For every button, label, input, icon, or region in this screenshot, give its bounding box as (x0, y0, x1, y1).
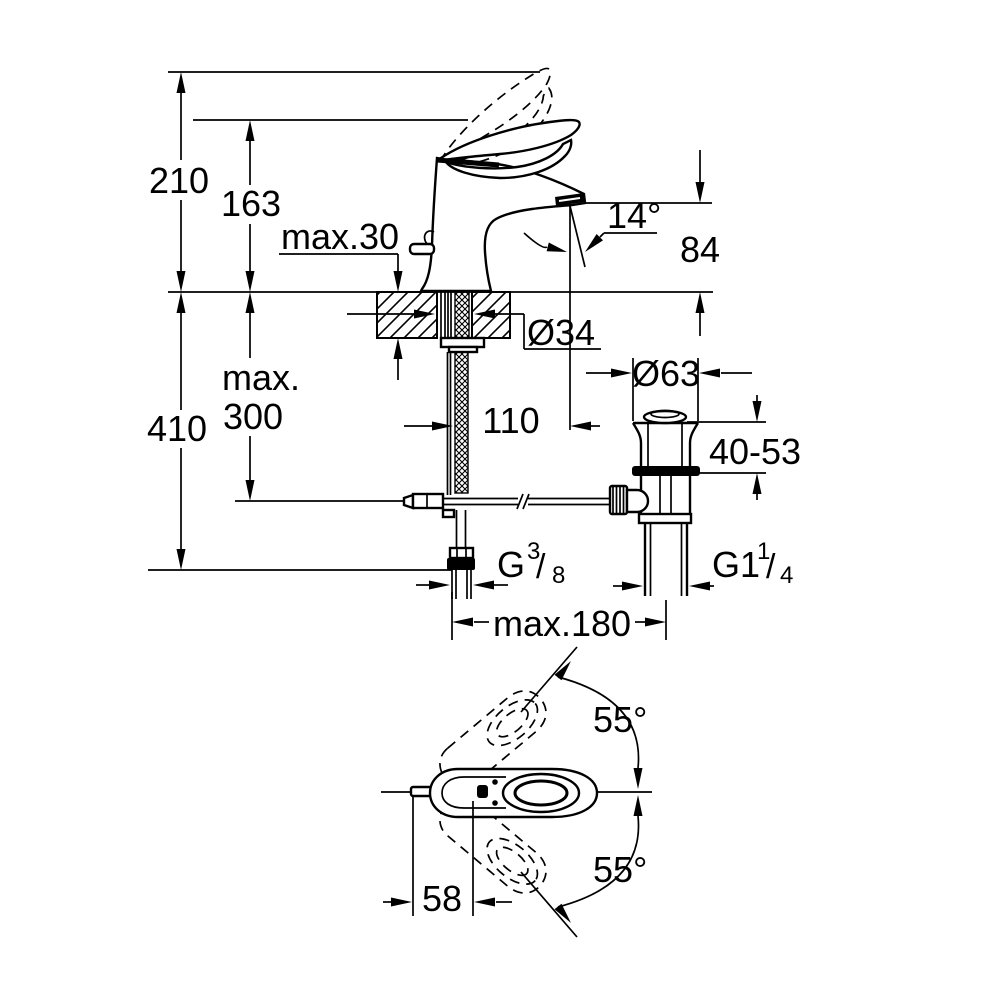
dimension-58: 58 (383, 797, 512, 919)
dimension-dia34: Ø34 (347, 309, 601, 353)
dim-dia34-label: Ø34 (527, 312, 595, 353)
dimension-max300: max. 300 (222, 292, 300, 501)
dimension-max30: max.30 (279, 216, 403, 380)
dim-max180-label: max.180 (493, 603, 631, 644)
dim-14deg-label: 14° (607, 195, 661, 236)
dim-410-label: 410 (147, 408, 207, 449)
dim-dia63-label: Ø63 (632, 353, 700, 394)
dimension-410: 410 (147, 292, 207, 570)
waste-gasket (632, 466, 700, 476)
dim-84-label: 84 (680, 229, 720, 270)
dim-g38-base: G (497, 544, 525, 585)
dim-g38-slash: / (536, 548, 546, 586)
lever-loop-arm (442, 138, 573, 180)
supply-connector-nut (447, 558, 475, 570)
lever-upper-arm (438, 118, 581, 162)
dim-58-label: 58 (422, 878, 462, 919)
dim-g114-base: G1 (712, 544, 760, 585)
dim-110-label: 110 (482, 400, 539, 441)
dim-max300-value: 300 (223, 396, 283, 437)
dim-g114-numerator: 1 (757, 538, 770, 565)
dim-g114-slash: / (766, 548, 776, 586)
side-view: 210 163 410 max. 300 max.30 (147, 67, 801, 644)
popup-waste-assembly (608, 358, 700, 596)
dimension-84: 84 (680, 150, 720, 336)
dimension-163: 163 (221, 120, 281, 292)
handle-loop-outer (501, 772, 581, 814)
handle-top-view (381, 767, 599, 819)
dim-55-upper-label: 55° (593, 699, 647, 740)
dimension-110: 110 (404, 400, 600, 441)
dim-163-label: 163 (221, 183, 281, 224)
dim-210-label: 210 (149, 160, 209, 201)
dim-g114-denominator: 4 (780, 562, 793, 589)
dimension-max180: max.180 (451, 592, 667, 644)
dimension-14deg: 14° (523, 195, 661, 252)
under-counter-parts (402, 291, 610, 599)
supply-hose-braided (454, 351, 469, 494)
dim-55-lower-label: 55° (593, 849, 647, 890)
dim-40-53-label: 40-53 (709, 431, 801, 472)
dimension-g38: G 3 / 8 (416, 538, 565, 590)
dimension-55-upper: 55° (593, 699, 647, 740)
popup-rod (402, 492, 610, 510)
dimension-40-53: 40-53 (687, 395, 801, 500)
dim-max30-label: max.30 (281, 216, 399, 257)
handle-loop-inner (513, 779, 569, 807)
popup-pull-knob (408, 242, 436, 256)
dim-max300-word: max. (222, 357, 300, 398)
handle-pivot-screw (477, 785, 488, 798)
dimension-dia63: Ø63 (586, 353, 752, 394)
dimension-g114: G1 1 / 4 (613, 538, 793, 591)
top-view: 55° 55° 58 (381, 646, 652, 938)
dim-g38-numerator: 3 (527, 538, 540, 565)
dim-g38-denominator: 8 (552, 562, 565, 589)
dimension-210: 210 (149, 72, 209, 292)
dimension-55-lower: 55° (593, 849, 647, 890)
faucet-body (408, 118, 587, 293)
hose-hex-nut (448, 546, 475, 560)
